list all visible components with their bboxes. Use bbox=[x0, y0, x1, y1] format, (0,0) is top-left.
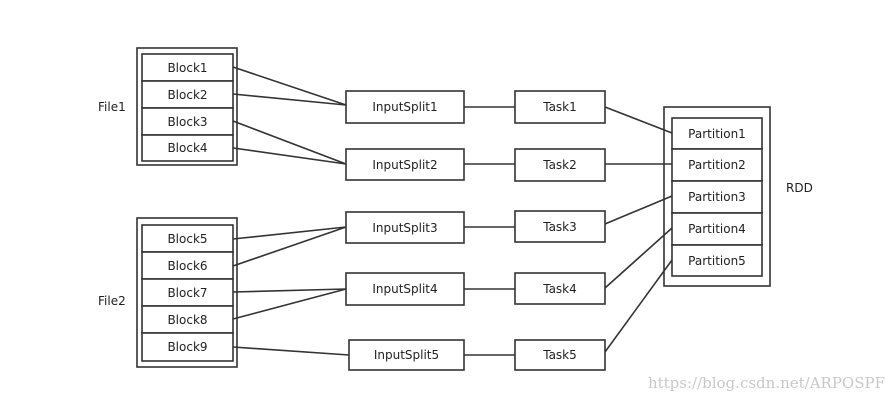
inputsplit-box: InputSplit2 bbox=[345, 148, 465, 181]
partition-box: Partition1 bbox=[671, 117, 763, 150]
edge-block9-inputsplit5 bbox=[232, 346, 350, 356]
task-label: Task3 bbox=[542, 220, 577, 234]
partition-label: Partition2 bbox=[688, 158, 746, 172]
block-box: Block5 bbox=[141, 224, 234, 253]
inputsplit-label: InputSplit1 bbox=[372, 100, 437, 114]
block-label: Block7 bbox=[167, 286, 207, 300]
task-box: Task1 bbox=[514, 90, 606, 124]
block-box: Block4 bbox=[141, 134, 234, 162]
partition-label: Partition1 bbox=[688, 127, 746, 141]
file1-group: File1 Block1 Block2 Block3 Block4 bbox=[98, 47, 238, 166]
block-label: Block3 bbox=[167, 115, 207, 129]
block-box: Block3 bbox=[141, 107, 234, 136]
rdd-label: RDD bbox=[786, 181, 813, 195]
inputsplit-box: InputSplit1 bbox=[345, 90, 465, 124]
edge-block7-inputsplit4 bbox=[232, 288, 347, 293]
block-label: Block2 bbox=[167, 88, 207, 102]
block-box: Block8 bbox=[141, 305, 234, 334]
partition-box: Partition4 bbox=[671, 212, 763, 246]
inputsplit-label: InputSplit3 bbox=[372, 221, 437, 235]
block-label: Block1 bbox=[167, 61, 207, 75]
inputsplit-label: InputSplit5 bbox=[374, 348, 439, 362]
edge-block4-inputsplit2 bbox=[232, 147, 347, 165]
block-label: Block4 bbox=[167, 141, 207, 155]
block-box: Block1 bbox=[141, 53, 234, 82]
task-box: Task4 bbox=[514, 272, 606, 305]
edge-block2-inputsplit1 bbox=[232, 93, 347, 106]
block-label: Block8 bbox=[167, 313, 207, 327]
block-label: Block5 bbox=[167, 232, 207, 246]
partition-label: Partition4 bbox=[688, 222, 746, 236]
edge-block3-inputsplit2 bbox=[232, 120, 347, 165]
block-box: Block6 bbox=[141, 251, 234, 280]
inputsplit-box: InputSplit3 bbox=[345, 211, 465, 244]
edge-task4-partition4 bbox=[604, 227, 673, 289]
edge-block5-inputsplit3 bbox=[232, 226, 347, 240]
partition-label: Partition3 bbox=[688, 190, 746, 204]
edge-task5-partition5 bbox=[604, 259, 673, 353]
edge-task1-partition1 bbox=[604, 106, 673, 134]
edge-block1-inputsplit1 bbox=[232, 66, 347, 106]
file2-label: File2 bbox=[98, 294, 126, 308]
partition-label: Partition5 bbox=[688, 254, 746, 268]
block-label: Block9 bbox=[167, 340, 207, 354]
inputsplit-label: InputSplit2 bbox=[372, 158, 437, 172]
block-box: Block7 bbox=[141, 278, 234, 307]
inputsplit-box: InputSplit4 bbox=[345, 272, 465, 306]
inputsplit-column: InputSplit1 InputSplit2 InputSplit3 Inpu… bbox=[345, 90, 465, 371]
edge-task3-partition3 bbox=[604, 195, 673, 225]
partition-box: Partition2 bbox=[671, 148, 763, 182]
inputsplit-box: InputSplit5 bbox=[348, 339, 465, 371]
file1-label: File1 bbox=[98, 100, 126, 114]
block-label: Block6 bbox=[167, 259, 207, 273]
file2-group: File2 Block5 Block6 Block7 Block8 Block9 bbox=[98, 217, 238, 368]
task-box: Task3 bbox=[514, 210, 606, 243]
block-box: Block2 bbox=[141, 80, 234, 109]
watermark: https://blog.csdn.net/ARPOSPF bbox=[648, 374, 885, 392]
task-label: Task2 bbox=[542, 158, 577, 172]
task-label: Task5 bbox=[542, 348, 577, 362]
edge-block6-inputsplit3 bbox=[232, 226, 347, 267]
task-box: Task2 bbox=[514, 148, 606, 182]
task-label: Task4 bbox=[542, 282, 577, 296]
rdd-group: RDD Partition1 Partition2 Partition3 Par… bbox=[663, 106, 813, 287]
task-box: Task5 bbox=[514, 339, 606, 371]
connector-edges bbox=[232, 66, 673, 356]
partition-box: Partition3 bbox=[671, 180, 763, 214]
task-label: Task1 bbox=[542, 100, 577, 114]
inputsplit-label: InputSplit4 bbox=[372, 282, 437, 296]
edge-block8-inputsplit4 bbox=[232, 288, 347, 320]
task-column: Task1 Task2 Task3 Task4 Task5 bbox=[514, 90, 606, 371]
block-box: Block9 bbox=[141, 332, 234, 362]
partition-box: Partition5 bbox=[671, 244, 763, 277]
